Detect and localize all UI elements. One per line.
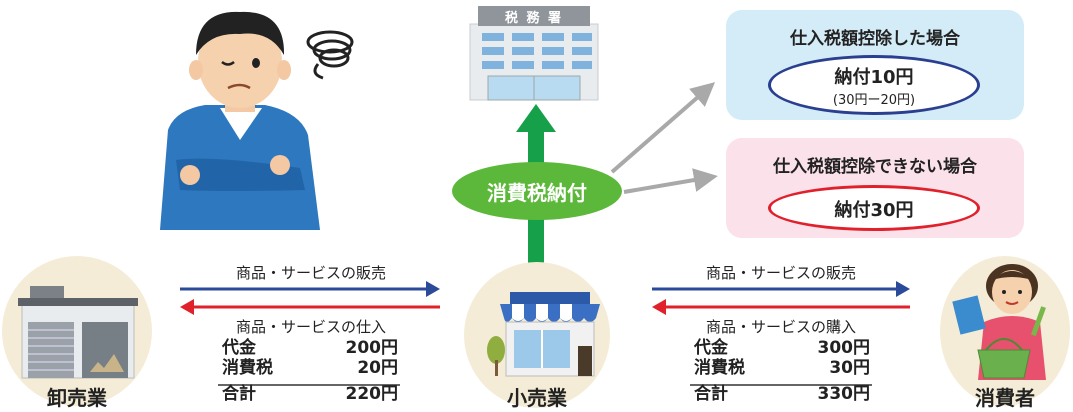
- wholesale-total-row: 合計 220円: [222, 384, 398, 404]
- consumer-flow-sale-label: 商品・サービスの販売: [706, 264, 857, 282]
- no-credit-case-ellipse: 納付30円: [768, 185, 980, 231]
- worry-scribble-icon: [306, 30, 354, 80]
- consumer-price-row: 代金 300円: [694, 338, 870, 358]
- credit-case-box: 仕入税額控除した場合 納付10円 (30円ー20円): [726, 10, 1024, 120]
- wholesale-flow-sale-label: 商品・サービスの販売: [236, 264, 387, 282]
- wholesale-price-row: 代金 200円: [222, 338, 398, 358]
- wholesale-name: 卸売業: [47, 386, 107, 410]
- credit-case-title: 仕入税額控除した場合: [790, 29, 960, 49]
- no-credit-case-title: 仕入税額控除できない場合: [773, 157, 977, 177]
- consumer-tax-row: 消費税 30円: [694, 358, 870, 378]
- gray-arrow-to-no-credit-case: [623, 168, 718, 194]
- credit-case-payment: 納付10円: [834, 67, 914, 88]
- consumption-tax-payment-label: 消費税納付: [487, 180, 587, 205]
- no-credit-case-box: 仕入税額控除できない場合 納付30円: [726, 138, 1024, 238]
- credit-case-ellipse: 納付10円 (30円ー20円): [768, 55, 980, 115]
- wholesale-amount-table: 代金 200円 消費税 20円 合計 220円: [222, 338, 398, 404]
- wholesale-tax-row: 消費税 20円: [222, 358, 398, 378]
- gray-arrow-to-credit-case: [610, 82, 716, 174]
- consumer-name: 消費者: [975, 386, 1035, 410]
- tax-office-sign: 税 務 署: [504, 11, 564, 26]
- retail-name: 小売業: [507, 386, 567, 410]
- consumer-total-row: 合計 330円: [694, 384, 870, 404]
- wholesale-flow-purchase-label: 商品・サービスの仕入: [236, 318, 387, 336]
- credit-case-formula: (30円ー20円): [832, 93, 916, 108]
- no-credit-case-payment: 納付30円: [834, 200, 914, 221]
- consumption-tax-payment-badge: 消費税納付: [452, 162, 622, 220]
- consumer-amount-table: 代金 300円 消費税 30円 合計 330円: [694, 338, 870, 404]
- consumer-flow-purchase-label: 商品・サービスの購入: [706, 318, 857, 336]
